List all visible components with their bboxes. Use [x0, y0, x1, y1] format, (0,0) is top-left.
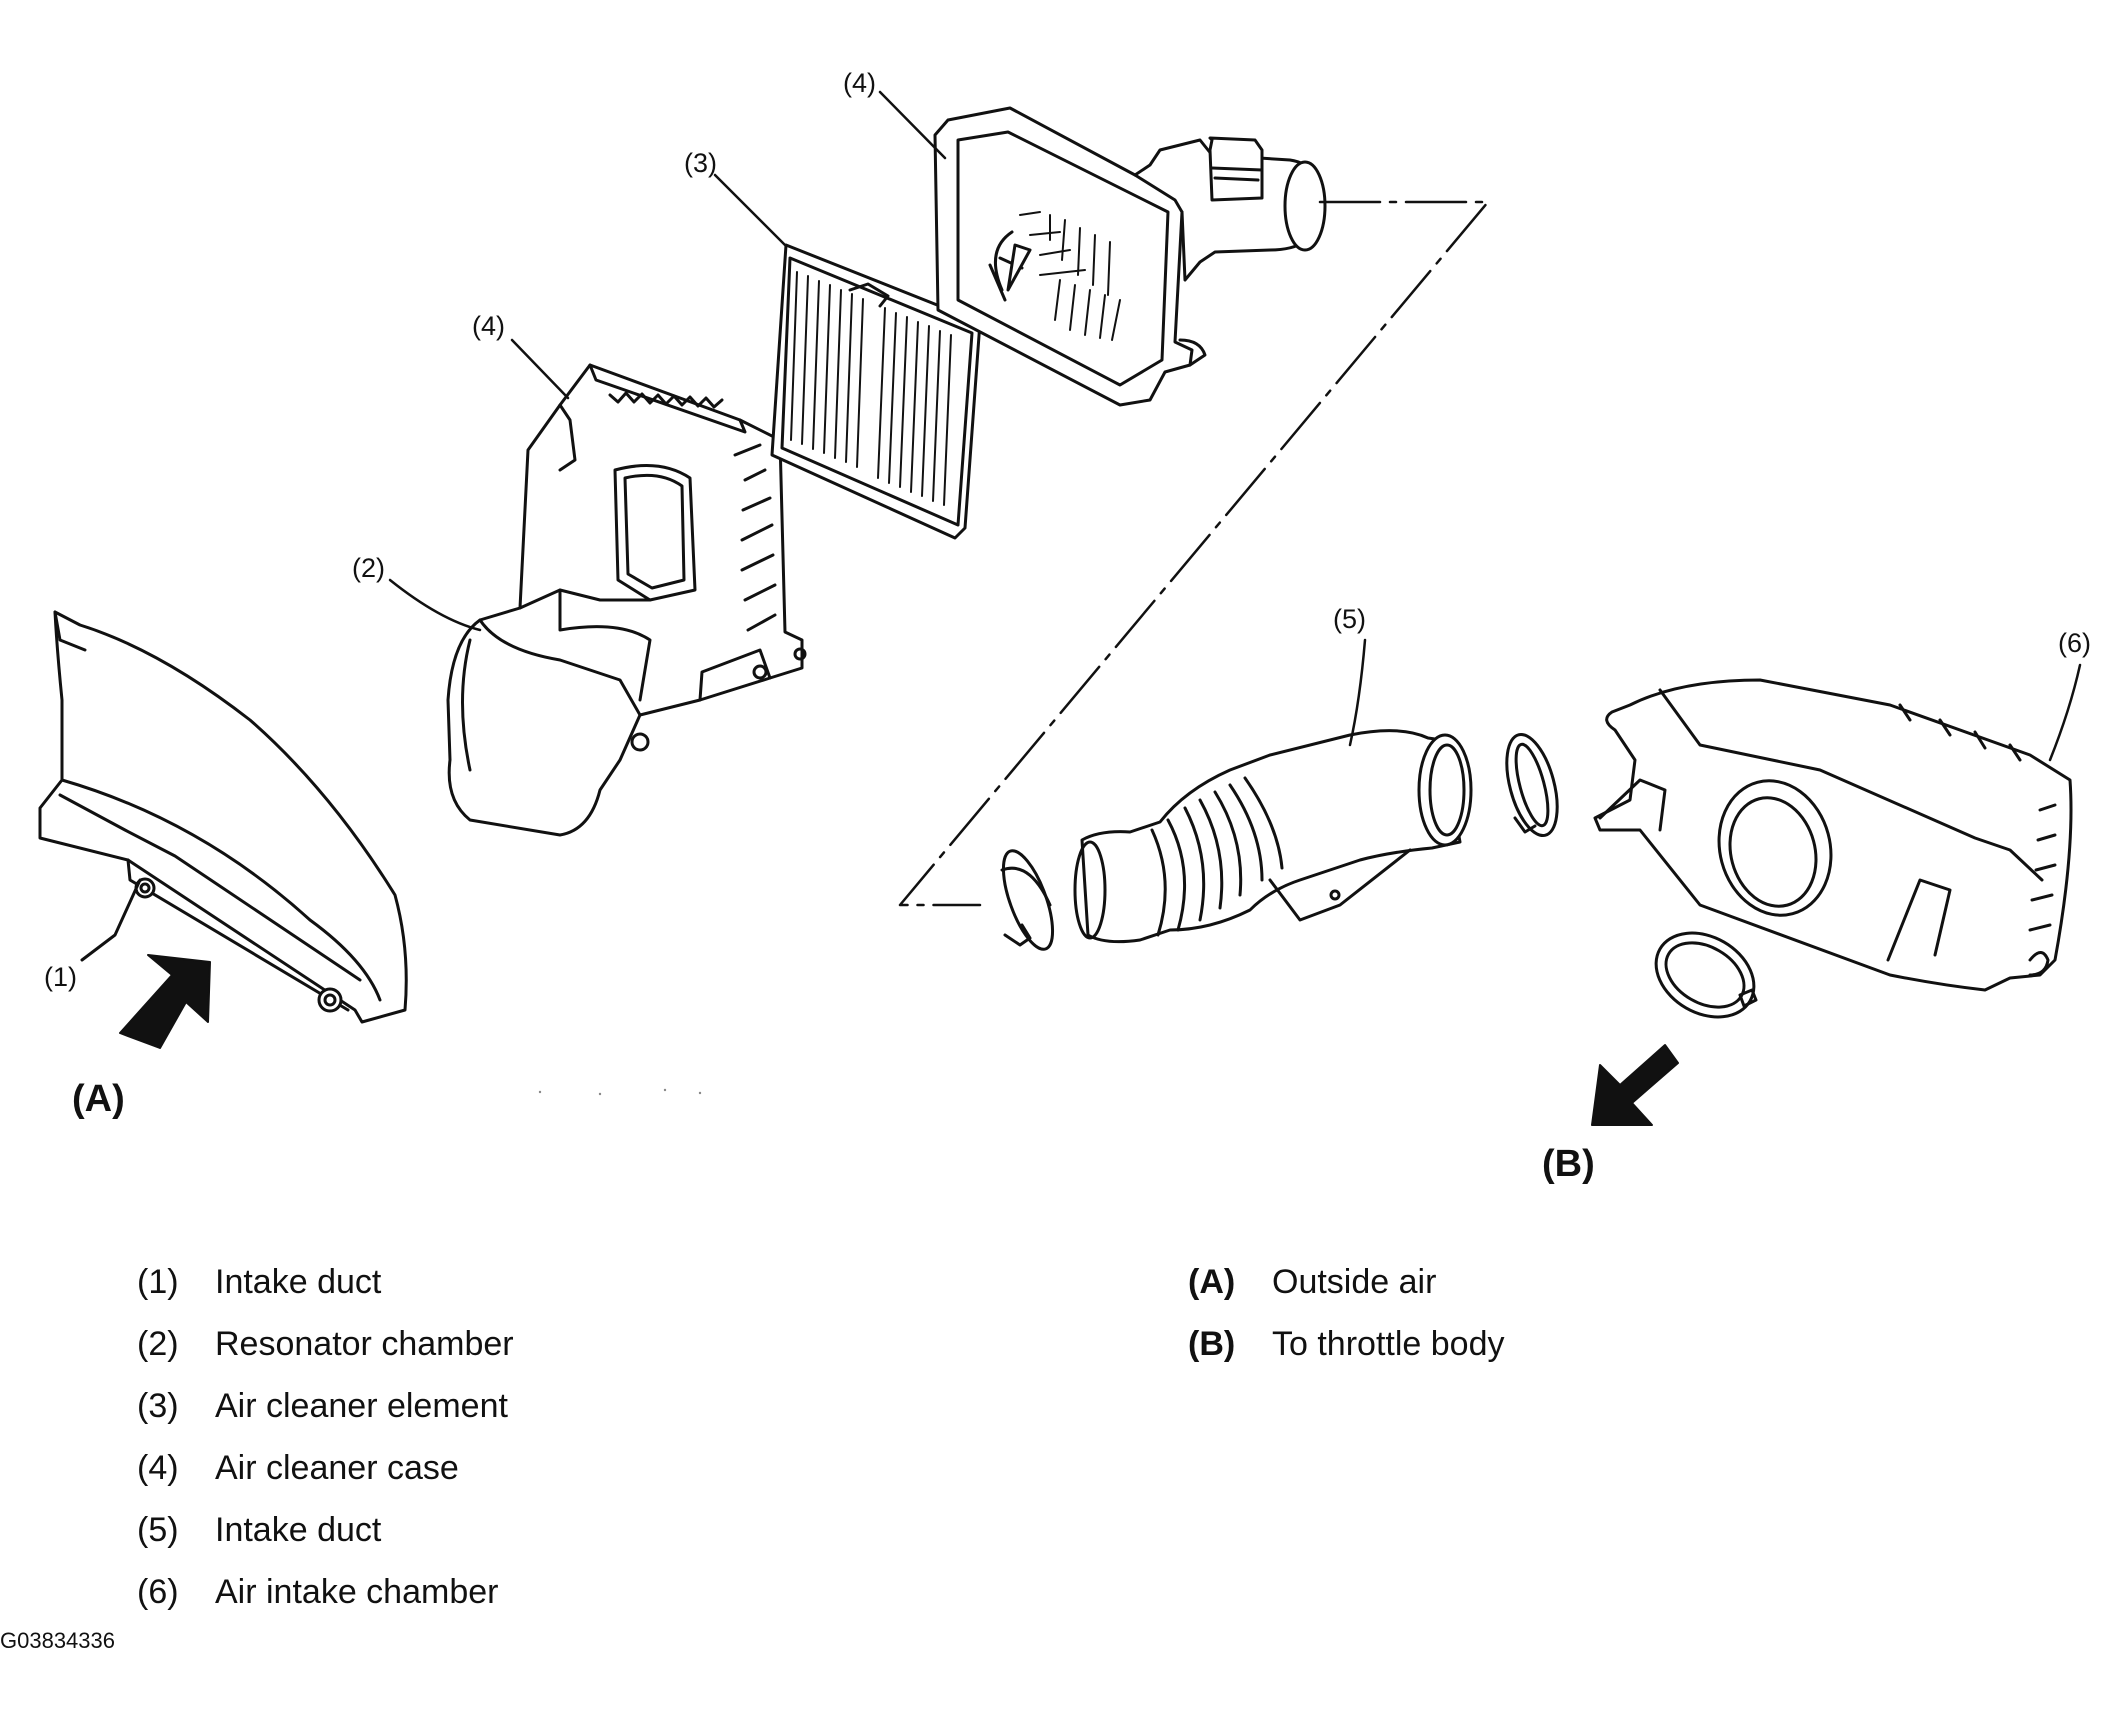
- resonator-and-lower-case: [446, 363, 807, 837]
- legend-num: (4): [137, 1449, 179, 1487]
- legend-text: To throttle body: [1272, 1325, 1505, 1363]
- connector-line: [898, 200, 1490, 907]
- figure-code: G03834336: [0, 1628, 115, 1653]
- air-intake-chamber: [1593, 678, 2073, 992]
- legend-item: (5) Intake duct: [137, 1510, 381, 1550]
- legend-text: Air cleaner element: [215, 1387, 508, 1425]
- case-ribs: [1019, 211, 1121, 341]
- leader-lines: [388, 90, 2082, 762]
- hose-clamp-left: [1000, 849, 1055, 951]
- hose-clamp-bottom: [1654, 931, 1758, 1019]
- legend-text: Intake duct: [215, 1263, 382, 1301]
- legend-item: (A) Outside air: [1188, 1262, 1436, 1302]
- air-cleaner-case-upper: [933, 106, 1327, 407]
- legend-num: (A): [1188, 1263, 1236, 1301]
- callout-3: (3): [684, 148, 717, 178]
- callout-5: (5): [1333, 604, 1366, 634]
- callout-4-upper: (4): [843, 68, 876, 98]
- legend-item: (B) To throttle body: [1188, 1324, 1504, 1364]
- filter-pleats: [790, 271, 952, 506]
- legend-num: (5): [137, 1511, 179, 1549]
- intake-duct-hose: [1073, 729, 1473, 944]
- legend-text: Outside air: [1272, 1263, 1437, 1301]
- legend-num: (2): [137, 1325, 179, 1363]
- legend-num: (6): [137, 1573, 179, 1611]
- legend-num: (3): [137, 1387, 179, 1425]
- legend-item: (6) Air intake chamber: [137, 1572, 498, 1612]
- legend-text: Intake duct: [215, 1511, 382, 1549]
- callout-6: (6): [2058, 628, 2091, 658]
- callout-b: (B): [1542, 1143, 1595, 1185]
- callout-4-lower: (4): [472, 311, 505, 341]
- intake-duct-scoop: [38, 610, 408, 1024]
- air-cleaner-element: [770, 243, 982, 540]
- scan-specks: [538, 1088, 702, 1096]
- legend-text: Air intake chamber: [215, 1573, 499, 1611]
- legend-item: (2) Resonator chamber: [137, 1324, 514, 1364]
- to-throttle-body-arrow: [1591, 1044, 1679, 1126]
- legend-item: (3) Air cleaner element: [137, 1386, 508, 1426]
- legend-text: Resonator chamber: [215, 1325, 514, 1363]
- legend-item: (1) Intake duct: [137, 1262, 381, 1302]
- legend-text: Air cleaner case: [215, 1449, 459, 1487]
- hose-clamp-middle: [1505, 732, 1559, 838]
- callout-2: (2): [352, 553, 385, 583]
- callout-1: (1): [44, 962, 77, 992]
- callout-a: (A): [72, 1078, 125, 1120]
- legend-num: (1): [137, 1263, 179, 1301]
- legend-item: (4) Air cleaner case: [137, 1448, 459, 1488]
- outside-air-arrow: [119, 954, 211, 1049]
- legend-num: (B): [1188, 1325, 1236, 1363]
